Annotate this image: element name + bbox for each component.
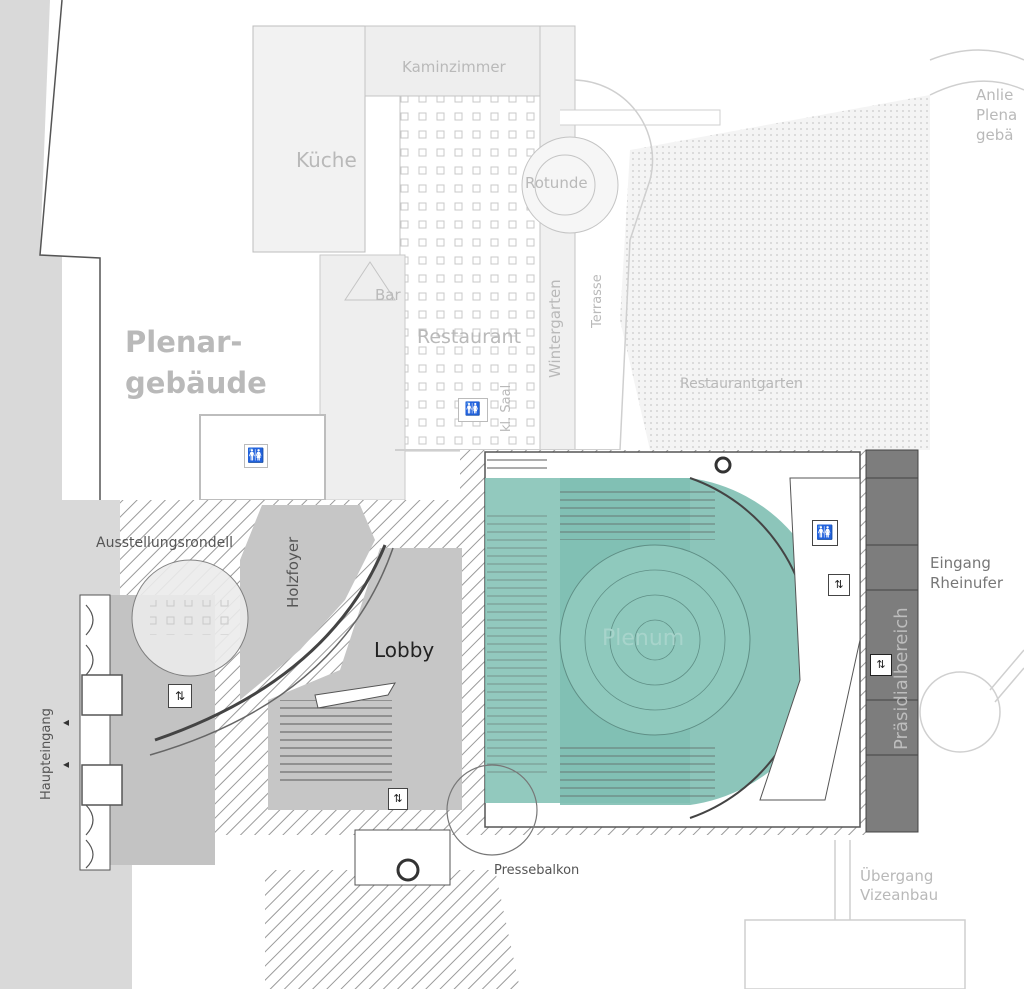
revolving-door-north	[81, 674, 123, 716]
north-spiral-stair	[714, 456, 732, 474]
label-restaurant: Restaurant	[417, 326, 522, 348]
plenum-floor-circle	[559, 544, 751, 736]
kueche-room	[252, 25, 366, 253]
building-edge-line	[39, 0, 101, 500]
label-ausstellungsrondell: Ausstellungsrondell	[96, 535, 234, 551]
kaminzimmer-room	[364, 25, 546, 97]
vizeanbau-building	[744, 919, 966, 990]
press-tribune-south	[560, 745, 715, 800]
praesidialbereich-area	[865, 449, 919, 833]
label-pressebalkon: Pressebalkon	[494, 863, 580, 878]
label-holzfoyer: Holzfoyer	[284, 536, 302, 608]
entrance-arrow-icon: ◂	[63, 757, 70, 771]
restaurant-room	[399, 95, 546, 452]
toilet-icon: 🚻	[812, 520, 838, 546]
bar-area	[319, 254, 406, 501]
label-praesidialbereich: Präsidialbereich	[891, 607, 912, 750]
revolving-door-south	[81, 764, 123, 806]
label-plenargebaeude-2: gebäude	[125, 366, 267, 400]
plenum-ring-1	[584, 569, 726, 711]
label-rotunde: Rotunde	[525, 174, 588, 192]
curved-glass-wall	[154, 544, 387, 742]
north-stair	[487, 455, 547, 469]
terrasse-edge	[574, 79, 654, 451]
lobby-bench	[314, 682, 396, 709]
plenum-ring-3	[634, 619, 676, 661]
curved-glass-wall-inner	[149, 547, 394, 756]
label-haupteingang: Haupteingang	[39, 708, 54, 800]
entrance-vestibule	[79, 594, 111, 871]
label-lobby: Lobby	[374, 638, 435, 662]
pressebalkon-circle	[446, 764, 538, 856]
label-kl-saal: kl. Saal	[499, 384, 514, 432]
label-bar: Bar	[375, 286, 401, 304]
restaurantgarten-area	[620, 95, 930, 450]
visitor-tribune	[487, 515, 547, 775]
garden-circle-east	[919, 671, 1001, 753]
lobby-stairs	[280, 700, 392, 785]
label-restaurantgarten: Restaurantgarten	[680, 376, 803, 392]
anlieger-path	[929, 49, 1024, 96]
hatched-area-south	[265, 870, 520, 989]
label-kaminzimmer: Kaminzimmer	[402, 58, 506, 76]
bar-counter	[344, 261, 396, 301]
entrance-doors	[85, 604, 94, 869]
elevator-icon: ⇅	[828, 574, 850, 596]
east-path	[989, 649, 1024, 703]
elevator-icon: ⇅	[870, 654, 892, 676]
rotunde-table	[534, 154, 596, 216]
rondell-display	[150, 600, 235, 635]
label-plenargebaeude-1: Plenar-	[125, 325, 243, 359]
south-spiral-stair	[396, 858, 420, 882]
rotunde-room	[521, 136, 619, 234]
label-kueche: Küche	[296, 148, 357, 172]
press-tribune-north	[560, 485, 715, 540]
label-plenum: Plenum	[602, 626, 685, 651]
east-corridor	[759, 477, 861, 801]
label-eingang-2: Rheinufer	[930, 574, 1004, 592]
plenargebaeude-outline	[40, 0, 100, 500]
label-terrasse: Terrasse	[590, 274, 605, 328]
label-uebergang-2: Vizeanbau	[860, 886, 939, 904]
wintergarten-strip	[539, 25, 576, 452]
holzfoyer-area	[240, 505, 375, 700]
label-anlieger-1: Anlie	[976, 86, 1014, 104]
label-eingang-1: Eingang	[930, 554, 991, 572]
label-anlieger-2: Plena	[976, 106, 1018, 124]
elevator-icon: ⇅	[388, 788, 408, 810]
label-wintergarten: Wintergarten	[546, 279, 564, 378]
plenum-ring-2	[609, 594, 701, 686]
label-uebergang-1: Übergang	[860, 867, 934, 885]
toilet-icon: 🚻	[244, 444, 268, 468]
elevator-icon: ⇅	[168, 684, 192, 708]
entrance-arrow-icon: ◂	[63, 715, 70, 729]
label-anlieger-3: gebä	[976, 126, 1014, 144]
toilet-icon: 🚻	[458, 398, 488, 422]
